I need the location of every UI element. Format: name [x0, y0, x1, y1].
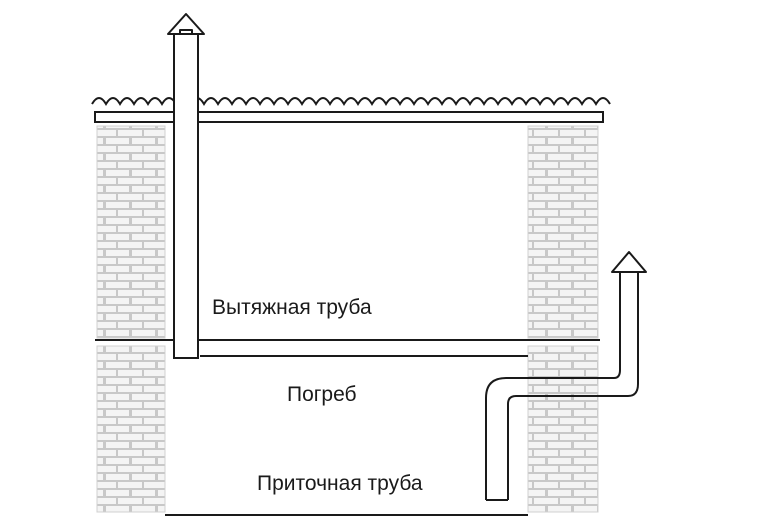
roof-beam [94, 111, 604, 123]
roof [91, 97, 611, 123]
brick-walls [96, 125, 599, 513]
right-wall-upper [527, 125, 599, 339]
supply-pipe [485, 251, 647, 501]
exhaust-pipe [167, 13, 205, 359]
left-wall-lower [96, 345, 166, 513]
left-wall-upper [96, 125, 166, 339]
right-wall-lower [527, 345, 599, 513]
exhaust-pipe-label: Вытяжная труба [212, 296, 372, 319]
roof-wave [91, 97, 611, 106]
exhaust-arrow-up-icon [167, 13, 205, 35]
cellar-label: Погреб [287, 383, 357, 406]
supply-pipe-label: Приточная труба [257, 472, 423, 495]
supply-arrow-up-icon [611, 251, 647, 273]
